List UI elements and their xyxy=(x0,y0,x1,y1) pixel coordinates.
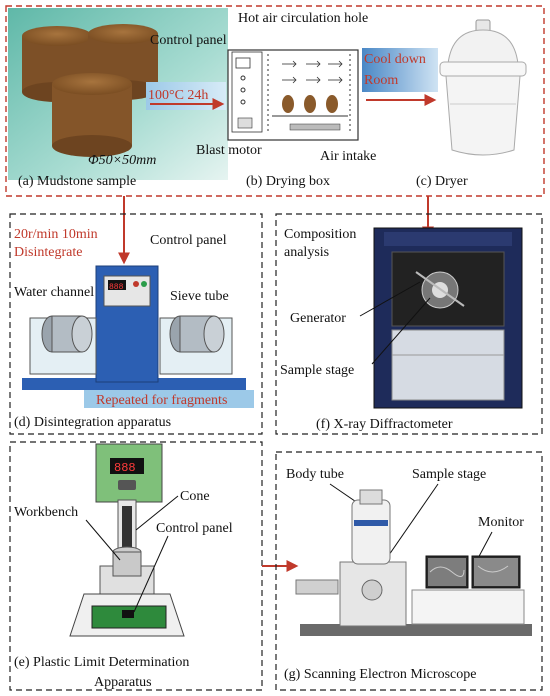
plastic-limit-apparatus: 888 xyxy=(69,443,185,637)
xrd-sample-stage-label: Sample stage xyxy=(280,363,354,378)
caption-g: (g) Scanning Electron Microscope xyxy=(284,667,476,682)
cool-down-label-1: Cool down xyxy=(364,52,426,67)
control-panel-d-label: Control panel xyxy=(150,233,227,248)
composition-label-1: Composition xyxy=(284,227,356,242)
repeated-label: Repeated for fragments xyxy=(96,393,227,408)
cone-label: Cone xyxy=(180,489,210,504)
disintegration-display: 888 xyxy=(109,283,124,292)
sem-sample-stage-label: Sample stage xyxy=(412,467,486,482)
water-channel-label: Water channel xyxy=(14,285,94,300)
drying-condition: 100°C 24h xyxy=(148,88,208,103)
desiccator xyxy=(439,19,527,156)
air-intake-label: Air intake xyxy=(320,149,376,164)
disintegration-apparatus: 888 xyxy=(22,265,246,390)
xrd-machine xyxy=(373,227,523,409)
caption-d: (d) Disintegration apparatus xyxy=(14,415,171,430)
top-frame xyxy=(5,5,545,197)
hot-air-label: Hot air circulation hole xyxy=(238,11,368,26)
frame-d xyxy=(9,213,263,435)
body-tube-label: Body tube xyxy=(286,467,344,482)
caption-e-1: (e) Plastic Limit Determination xyxy=(14,655,189,670)
workbench-label: Workbench xyxy=(14,505,78,520)
disintegrate-label-2: Disintegrate xyxy=(14,245,82,260)
frame-g xyxy=(275,451,543,691)
sem-machine xyxy=(295,489,532,636)
cool-down-label-2: Room xyxy=(364,73,398,88)
drying-box-schematic xyxy=(227,49,359,141)
dimension-label: Φ50×50mm xyxy=(88,153,156,168)
caption-e-2: Apparatus xyxy=(94,675,152,690)
sieve-tube-label: Sieve tube xyxy=(170,289,229,304)
caption-f: (f) X-ray Diffractometer xyxy=(316,417,453,432)
cool-down-band xyxy=(362,48,438,92)
plastic-display: 888 xyxy=(114,461,136,475)
composition-label-2: analysis xyxy=(284,245,329,260)
frame-f xyxy=(275,213,543,435)
control-panel-e-label: Control panel xyxy=(156,521,233,536)
monitor-label: Monitor xyxy=(478,515,524,530)
caption-a: (a) Mudstone sample xyxy=(18,174,136,189)
mudstone-samples xyxy=(22,24,158,157)
control-panel-b-label: Control panel xyxy=(150,33,227,48)
caption-c: (c) Dryer xyxy=(416,174,468,189)
repeated-band xyxy=(84,390,254,408)
caption-b: (b) Drying box xyxy=(246,174,330,189)
disintegrate-label-1: 20r/min 10min xyxy=(14,227,98,242)
blast-motor-label: Blast motor xyxy=(196,143,262,158)
generator-label: Generator xyxy=(290,311,346,326)
